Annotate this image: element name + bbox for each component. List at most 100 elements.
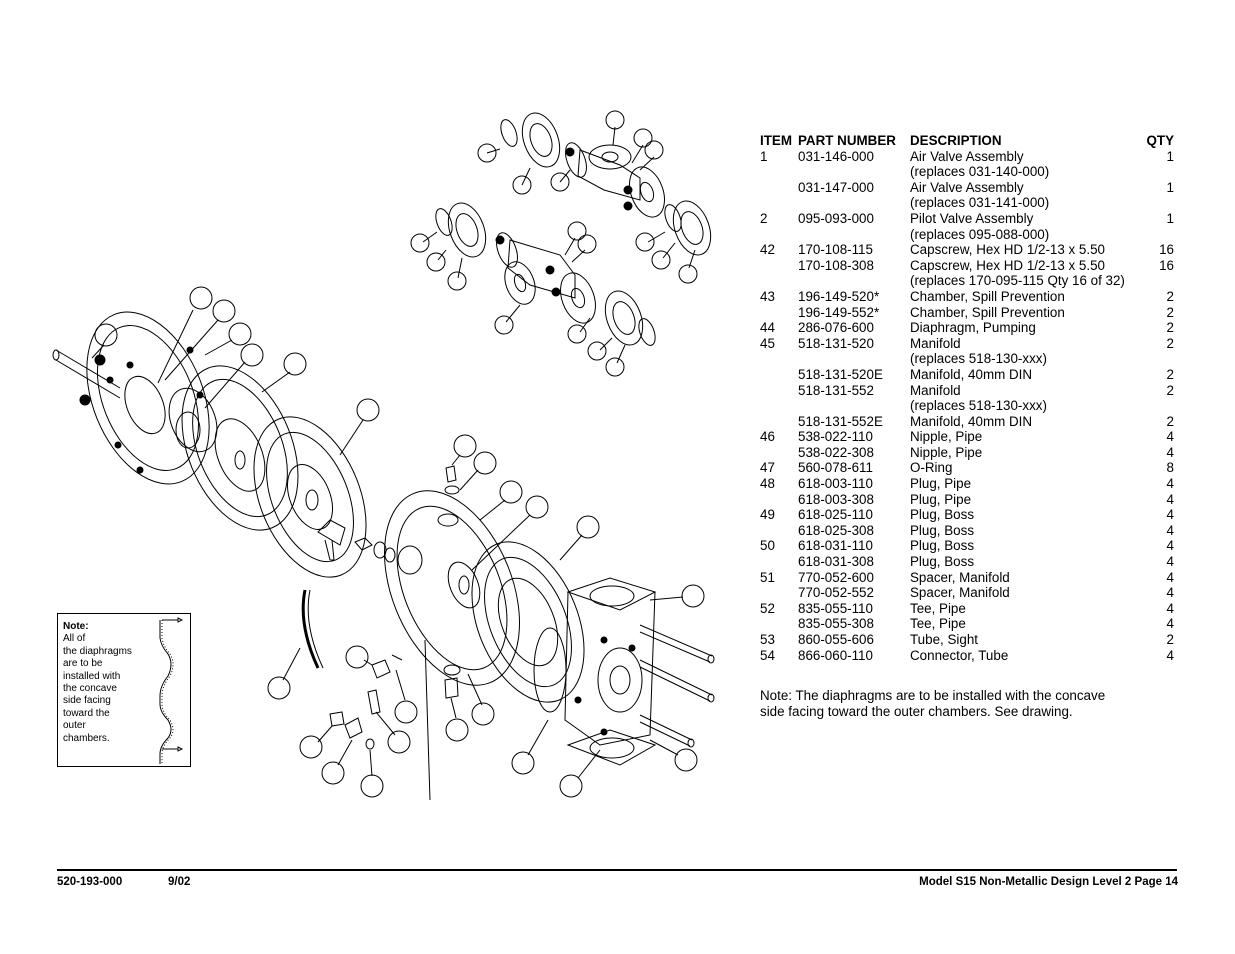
row-part-number: 031-147-000 bbox=[798, 179, 874, 195]
table-row: (replaces 170-095-115 Qty 16 of 32) bbox=[760, 273, 1174, 289]
row-qty: 4 bbox=[1166, 647, 1174, 663]
row-item: 46 bbox=[760, 429, 775, 445]
row-description: Capscrew, Hex HD 1/2-13 x 5.50 bbox=[910, 242, 1105, 258]
middle-air-valve-assembly bbox=[410, 202, 656, 377]
note-box-line: chambers. bbox=[63, 732, 110, 744]
row-qty: 4 bbox=[1166, 522, 1174, 538]
footer-date: 9/02 bbox=[168, 876, 191, 888]
row-description: Air Valve Assembly bbox=[910, 148, 1024, 164]
row-description: (replaces 518-130-xxx) bbox=[910, 351, 1047, 367]
row-qty: 16 bbox=[1159, 242, 1174, 258]
row-qty: 1 bbox=[1166, 148, 1174, 164]
row-item: 2 bbox=[760, 210, 768, 226]
row-description: Plug, Pipe bbox=[910, 491, 972, 507]
row-description: Diaphragm, Pumping bbox=[910, 320, 1036, 336]
row-qty: 2 bbox=[1166, 632, 1174, 647]
row-part-number: 196-149-552* bbox=[798, 304, 880, 320]
note-box-line: All of bbox=[63, 633, 86, 645]
table-row: (replaces 518-130-xxx) bbox=[760, 398, 1174, 414]
note-box-line: outer bbox=[63, 720, 86, 732]
row-qty: 4 bbox=[1166, 444, 1174, 460]
row-description: (replaces 170-095-115 Qty 16 of 32) bbox=[910, 273, 1125, 289]
table-row: (replaces 095-088-000) bbox=[760, 227, 1174, 243]
row-description: Manifold bbox=[910, 382, 961, 398]
row-part-number: 518-131-552 bbox=[798, 382, 874, 398]
note-box-line: are to be bbox=[63, 658, 103, 670]
row-description: Nipple, Pipe bbox=[910, 429, 983, 445]
row-description: Manifold, 40mm DIN bbox=[910, 413, 1033, 429]
row-part-number: 518-131-552E bbox=[798, 413, 883, 429]
row-part-number: 618-003-110 bbox=[798, 476, 873, 492]
row-qty: 2 bbox=[1166, 320, 1174, 336]
footer-page-info: Model S15 Non-Metallic Design Level 2 Pa… bbox=[919, 876, 1178, 888]
diaphragm-profile-icon bbox=[159, 617, 184, 764]
note-box-line: installed with bbox=[63, 670, 121, 682]
row-qty: 4 bbox=[1166, 429, 1174, 445]
row-description: Plug, Pipe bbox=[910, 476, 972, 492]
note-line-1: Note: The diaphragms are to be installed… bbox=[760, 688, 1106, 703]
row-qty: 2 bbox=[1166, 366, 1174, 382]
row-qty: 4 bbox=[1166, 600, 1174, 616]
row-description: Plug, Boss bbox=[910, 554, 975, 570]
row-qty: 4 bbox=[1166, 569, 1174, 585]
row-part-number: 518-131-520E bbox=[798, 366, 883, 382]
diaphragm-install-note: Note: The diaphragms are to be installed… bbox=[760, 688, 1180, 719]
table-row: 46 538-022-110 Nipple, Pipe 4 bbox=[760, 429, 1174, 445]
diaphragm-group bbox=[181, 352, 380, 578]
row-description: Capscrew, Hex HD 1/2-13 x 5.50 bbox=[910, 257, 1105, 273]
center-section bbox=[267, 434, 549, 801]
row-item: 50 bbox=[760, 538, 775, 554]
right-chamber-assembly bbox=[471, 515, 715, 798]
row-part-number: 835-055-110 bbox=[798, 600, 873, 616]
row-description: Spacer, Manifold bbox=[910, 569, 1010, 585]
row-description: Chamber, Spill Prevention bbox=[910, 304, 1065, 320]
row-qty: 4 bbox=[1166, 507, 1174, 523]
row-qty: 8 bbox=[1166, 460, 1174, 476]
row-part-number: 560-078-611 bbox=[798, 460, 873, 476]
table-row: (replaces 031-140-000) bbox=[760, 164, 1174, 180]
row-description: Tube, Sight bbox=[910, 632, 978, 647]
row-qty: 2 bbox=[1166, 413, 1174, 429]
row-part-number: 538-022-308 bbox=[798, 444, 874, 460]
row-description: (replaces 031-140-000) bbox=[910, 164, 1050, 180]
row-description: (replaces 518-130-xxx) bbox=[910, 398, 1047, 414]
row-qty: 4 bbox=[1166, 491, 1174, 507]
row-description: Tee, Pipe bbox=[910, 616, 966, 632]
row-description: Chamber, Spill Prevention bbox=[910, 288, 1065, 304]
table-row: 835-055-308 Tee, Pipe 4 bbox=[760, 616, 1174, 632]
row-description: (replaces 031-141-000) bbox=[910, 195, 1050, 211]
row-qty: 4 bbox=[1166, 476, 1174, 492]
footer-rule bbox=[57, 869, 1177, 871]
row-item: 1 bbox=[760, 148, 768, 164]
row-description: Plug, Boss bbox=[910, 507, 975, 523]
row-part-number: 835-055-308 bbox=[798, 616, 874, 632]
row-part-number: 618-031-308 bbox=[798, 554, 874, 570]
row-item: 45 bbox=[760, 335, 775, 351]
row-qty: 4 bbox=[1166, 585, 1174, 601]
row-part-number: 095-093-000 bbox=[798, 210, 874, 226]
row-qty: 4 bbox=[1166, 538, 1174, 554]
row-item: 52 bbox=[760, 600, 775, 616]
row-description: Manifold, 40mm DIN bbox=[910, 366, 1033, 382]
row-qty: 4 bbox=[1166, 616, 1174, 632]
row-qty: 2 bbox=[1166, 288, 1174, 304]
row-description: Plug, Boss bbox=[910, 538, 975, 554]
header-item: ITEM bbox=[760, 133, 792, 148]
row-part-number: 538-022-110 bbox=[798, 429, 873, 445]
row-part-number: 618-003-308 bbox=[798, 491, 874, 507]
table-row: 518-131-520E Manifold, 40mm DIN 2 bbox=[760, 367, 1174, 383]
row-item: 42 bbox=[760, 242, 775, 258]
